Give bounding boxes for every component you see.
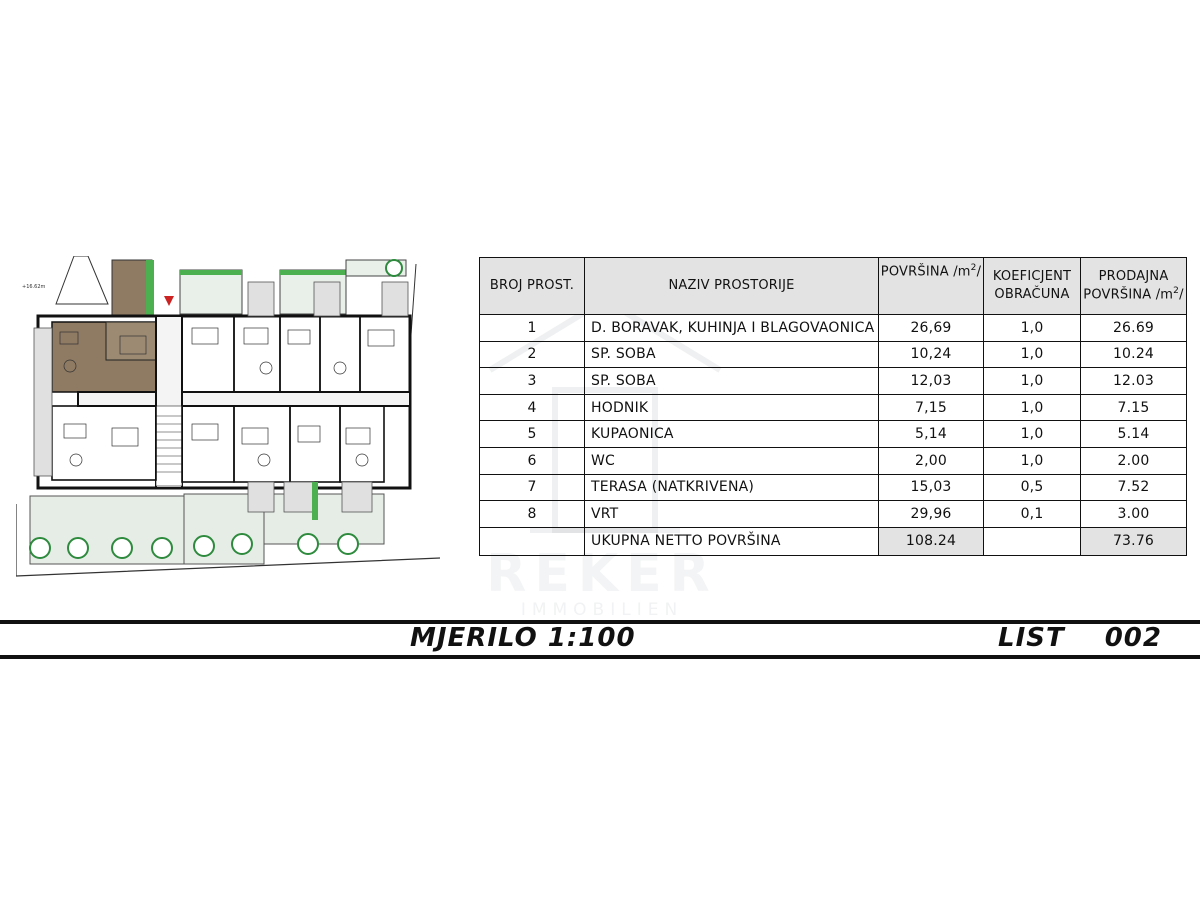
table-row: 2 SP. SOBA 10,24 1,0 10.24	[479, 340, 1187, 369]
cell-room-number: 5	[479, 420, 585, 448]
cell-area: 26,69	[878, 314, 984, 342]
total-label: UKUPNA NETTO POVRŠINA	[584, 526, 879, 556]
table-total-row: UKUPNA NETTO POVRŠINA 108.24 73.76	[479, 526, 1187, 556]
title-block-top-rule	[0, 620, 1200, 624]
cell-coefficient: 1,0	[983, 340, 1081, 369]
cell-coefficient: 1,0	[983, 367, 1081, 395]
header-area: POVRŠINA /m2/	[878, 257, 984, 315]
cell-room-number: 4	[479, 393, 585, 422]
scale-label: MJERILO 1:100	[410, 623, 636, 653]
table-row: 4 HODNIK 7,15 1,0 7.15	[479, 393, 1187, 422]
header-room-name: NAZIV PROSTORIJE	[584, 257, 879, 315]
table-row: 8 VRT 29,96 0,1 3.00	[479, 500, 1187, 528]
cell-sale-area: 12.03	[1080, 367, 1187, 395]
cell-coefficient: 0,5	[983, 473, 1081, 502]
total-sale-area: 73.76	[1080, 526, 1187, 556]
total-area: 108.24	[878, 526, 984, 556]
cell-area: 5,14	[878, 420, 984, 448]
cell-room-number: 2	[479, 340, 585, 369]
cell-coefficient: 1,0	[983, 314, 1081, 342]
cell-area: 10,24	[878, 340, 984, 369]
cell-area: 7,15	[878, 393, 984, 422]
cell-coefficient: 1,0	[983, 446, 1081, 475]
cell-coefficient: 0,1	[983, 500, 1081, 528]
title-block-bottom-rule	[0, 655, 1200, 659]
cell-room-name: KUPAONICA	[584, 420, 879, 448]
watermark-brand: REKER	[486, 544, 718, 604]
cell-sale-area: 7.52	[1080, 473, 1187, 502]
table-row: 7 TERASA (NATKRIVENA) 15,03 0,5 7.52	[479, 473, 1187, 502]
header-coefficient: KOEFICJENT OBRAČUNA	[983, 257, 1081, 315]
cell-area: 12,03	[878, 367, 984, 395]
cell-sale-area: 5.14	[1080, 420, 1187, 448]
cell-room-name: D. BORAVAK, KUHINJA I BLAGOVAONICA	[584, 314, 879, 342]
table-header-row: BROJ PROST. NAZIV PROSTORIJE POVRŠINA /m…	[479, 257, 1187, 315]
sheet-number: 002	[1104, 623, 1162, 653]
sheet-label: LIST 002	[998, 622, 1162, 654]
cell-room-name: SP. SOBA	[584, 340, 879, 369]
cell-empty	[479, 526, 585, 556]
cell-room-number: 8	[479, 500, 585, 528]
table-row: 6 WC 2,00 1,0 2.00	[479, 446, 1187, 475]
cell-area: 15,03	[878, 473, 984, 502]
table-row: 3 SP. SOBA 12,03 1,0 12.03	[479, 367, 1187, 395]
cell-coefficient: 1,0	[983, 393, 1081, 422]
cell-sale-area: 10.24	[1080, 340, 1187, 369]
floor-plan-drawing: +16.62m	[16, 256, 440, 578]
header-sale-area: PRODAJNA POVRŠINA /m2/	[1080, 257, 1187, 315]
room-area-table: BROJ PROST. NAZIV PROSTORIJE POVRŠINA /m…	[479, 257, 1187, 556]
cell-room-name: TERASA (NATKRIVENA)	[584, 473, 879, 502]
svg-text:+16.62m: +16.62m	[22, 284, 46, 290]
sheet-label-text: LIST	[998, 623, 1065, 653]
cell-coefficient: 1,0	[983, 420, 1081, 448]
cell-room-number: 1	[479, 314, 585, 342]
cell-room-name: HODNIK	[584, 393, 879, 422]
cell-area: 29,96	[878, 500, 984, 528]
cell-room-number: 6	[479, 446, 585, 475]
cell-sale-area: 2.00	[1080, 446, 1187, 475]
cell-room-number: 3	[479, 367, 585, 395]
table-row: 5 KUPAONICA 5,14 1,0 5.14	[479, 420, 1187, 448]
header-room-number: BROJ PROST.	[479, 257, 585, 315]
cell-area: 2,00	[878, 446, 984, 475]
cell-sale-area: 26.69	[1080, 314, 1187, 342]
cell-sale-area: 7.15	[1080, 393, 1187, 422]
watermark-subtitle: IMMOBILIEN	[520, 600, 684, 620]
cell-room-name: WC	[584, 446, 879, 475]
cell-room-name: SP. SOBA	[584, 367, 879, 395]
cell-empty	[983, 526, 1081, 556]
cell-room-name: VRT	[584, 500, 879, 528]
cell-sale-area: 3.00	[1080, 500, 1187, 528]
cell-room-number: 7	[479, 473, 585, 502]
table-row: 1 D. BORAVAK, KUHINJA I BLAGOVAONICA 26,…	[479, 314, 1187, 342]
